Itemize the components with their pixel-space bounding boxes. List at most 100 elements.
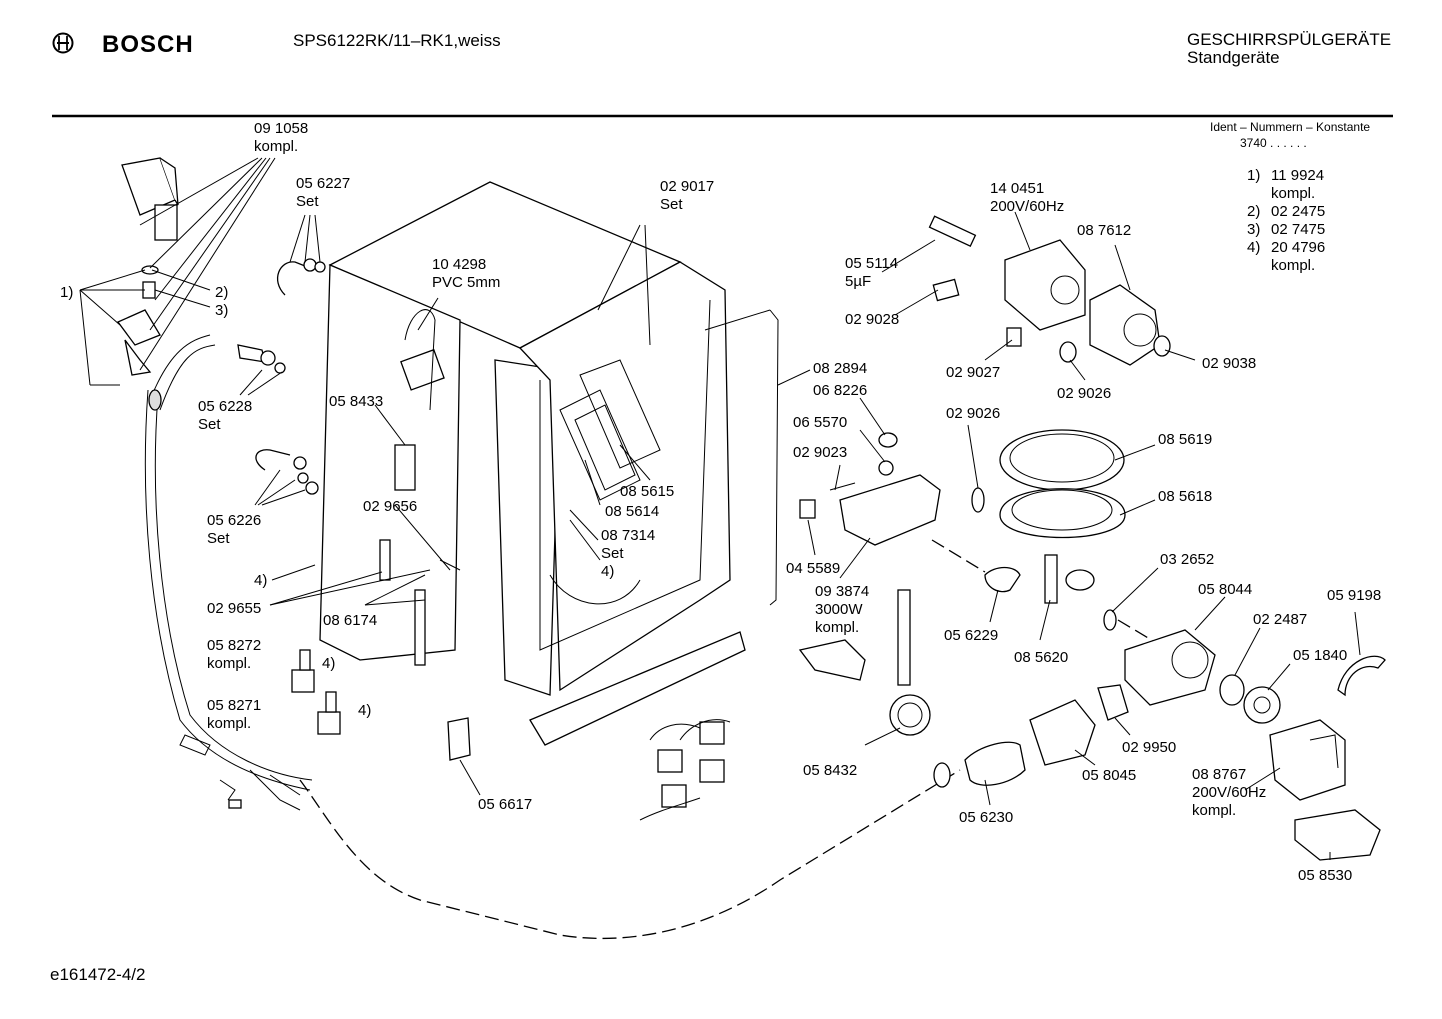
- legend-item: 2)02 2475: [1247, 203, 1326, 220]
- part-label-l35: 02 9026: [1057, 385, 1111, 403]
- part-label-line: 4): [601, 563, 615, 580]
- part-label-line: 05 6617: [478, 796, 533, 813]
- part-label-l38: 08 5619: [1158, 431, 1212, 449]
- part-label-line: 08 7612: [1077, 222, 1132, 239]
- part-label-l37: 02 9026: [946, 405, 1000, 423]
- part-label-line: 02 9026: [946, 405, 1001, 422]
- part-label-l09: 02 9655: [207, 600, 261, 618]
- part-label-line: 02 9655: [207, 600, 262, 617]
- part-label-l45: 05 9198: [1327, 587, 1381, 605]
- heater-assembly: [798, 432, 985, 736]
- part-label-line: 08 2894: [813, 360, 868, 377]
- part-label-line: 4): [322, 655, 336, 672]
- part-label-line: 08 5614: [605, 503, 660, 520]
- part-label-line: 05 9198: [1327, 587, 1382, 604]
- part-label-l11: 4): [322, 655, 335, 673]
- bosch-logo-icon: [52, 32, 74, 54]
- part-label-l27: 04 5589: [786, 560, 840, 578]
- part-label-l44: 02 2487: [1253, 611, 1307, 629]
- part-label-l04: 2): [215, 284, 228, 302]
- part-label-l50: 05 6230: [959, 809, 1013, 827]
- part-label-line: kompl.: [207, 715, 252, 732]
- part-label-l40: 03 2652: [1160, 551, 1214, 569]
- part-label-line: 14 0451: [990, 180, 1045, 197]
- part-label-line: 05 8271: [207, 697, 262, 714]
- part-label-line: 08 5620: [1014, 649, 1069, 666]
- part-label-l29: 05 8432: [803, 762, 857, 780]
- part-label-l21: 08 5614: [605, 503, 659, 521]
- part-label-line: 05 8045: [1082, 767, 1137, 784]
- part-label-line: 1): [60, 284, 74, 301]
- part-label-line: 02 2487: [1253, 611, 1308, 628]
- part-label-l25: 06 5570: [793, 414, 847, 432]
- drain-pump-assembly: [933, 629, 1386, 861]
- part-label-line: 3000W: [815, 601, 863, 618]
- legend-note: kompl.: [1271, 257, 1316, 274]
- part-label-line: kompl.: [254, 138, 299, 155]
- connection-dashed-1: [931, 539, 986, 573]
- part-label-line: 5µF: [845, 273, 872, 290]
- part-label-l31: 02 9028: [845, 311, 899, 329]
- brand-name: BOSCH: [102, 31, 194, 58]
- part-label-l08: 4): [254, 572, 267, 590]
- cable-route-dashed: [299, 769, 961, 940]
- legend-item: 3)02 7475: [1247, 221, 1326, 238]
- part-label-line: 08 5619: [1158, 431, 1213, 448]
- part-label-line: Set: [296, 193, 319, 210]
- part-label-line: 02 9027: [946, 364, 1001, 381]
- part-label-line: 05 5114: [845, 255, 899, 272]
- part-label-line: 05 6228: [198, 398, 253, 415]
- part-label-line: 02 9023: [793, 444, 848, 461]
- part-label-line: 02 9017: [660, 178, 715, 195]
- part-label-l26: 02 9023: [793, 444, 847, 462]
- category-title: GESCHIRRSPÜLGERÄTE: [1187, 30, 1392, 49]
- part-label-l15: 05 8433: [329, 393, 383, 411]
- part-label-line: 05 8530: [1298, 867, 1353, 884]
- part-label-l23: 08 2894: [813, 360, 867, 378]
- part-label-line: 02 9950: [1122, 739, 1177, 756]
- leader-lines: [79, 157, 1361, 860]
- part-label-line: 05 6230: [959, 809, 1014, 826]
- part-label-line: 05 1840: [1293, 647, 1348, 664]
- part-label-line: 05 8044: [1198, 581, 1253, 598]
- part-label-line: kompl.: [815, 619, 860, 636]
- ident-value: 3740 . . . . . .: [1240, 136, 1307, 150]
- part-label-line: 3): [215, 302, 229, 319]
- legend-item: 1)11 9924: [1247, 167, 1325, 184]
- part-label-line: 10 4298: [432, 256, 487, 273]
- sump-filter-assembly: [984, 429, 1126, 631]
- part-label-line: kompl.: [1192, 802, 1237, 819]
- part-label-line: 02 9656: [363, 498, 418, 515]
- part-label-line: 4): [358, 702, 372, 719]
- part-label-line: 09 3874: [815, 583, 870, 600]
- dishwasher-tub-frame: [319, 181, 779, 746]
- legend-list: 1)11 9924 kompl. 2)02 2475 3)02 7475 4)2…: [1247, 167, 1325, 275]
- part-label-line: 02 9038: [1202, 355, 1257, 372]
- part-label-line: 200V/60Hz: [1192, 784, 1267, 801]
- part-label-l05: 3): [215, 302, 228, 320]
- part-label-line: 200V/60Hz: [990, 198, 1065, 215]
- valves-and-switches: [291, 539, 471, 761]
- part-label-line: 06 5570: [793, 414, 848, 431]
- part-label-line: PVC 5mm: [432, 274, 501, 291]
- part-label-line: 08 6174: [323, 612, 378, 629]
- part-label-line: 04 5589: [786, 560, 841, 577]
- part-label-line: 05 6226: [207, 512, 262, 529]
- wiring-harness: [639, 719, 731, 821]
- part-label-line: 02 9026: [1057, 385, 1112, 402]
- part-label-line: Set: [207, 530, 230, 547]
- part-label-l47: 02 9950: [1122, 739, 1176, 757]
- ident-title: Ident – Nummern – Konstante: [1210, 120, 1371, 134]
